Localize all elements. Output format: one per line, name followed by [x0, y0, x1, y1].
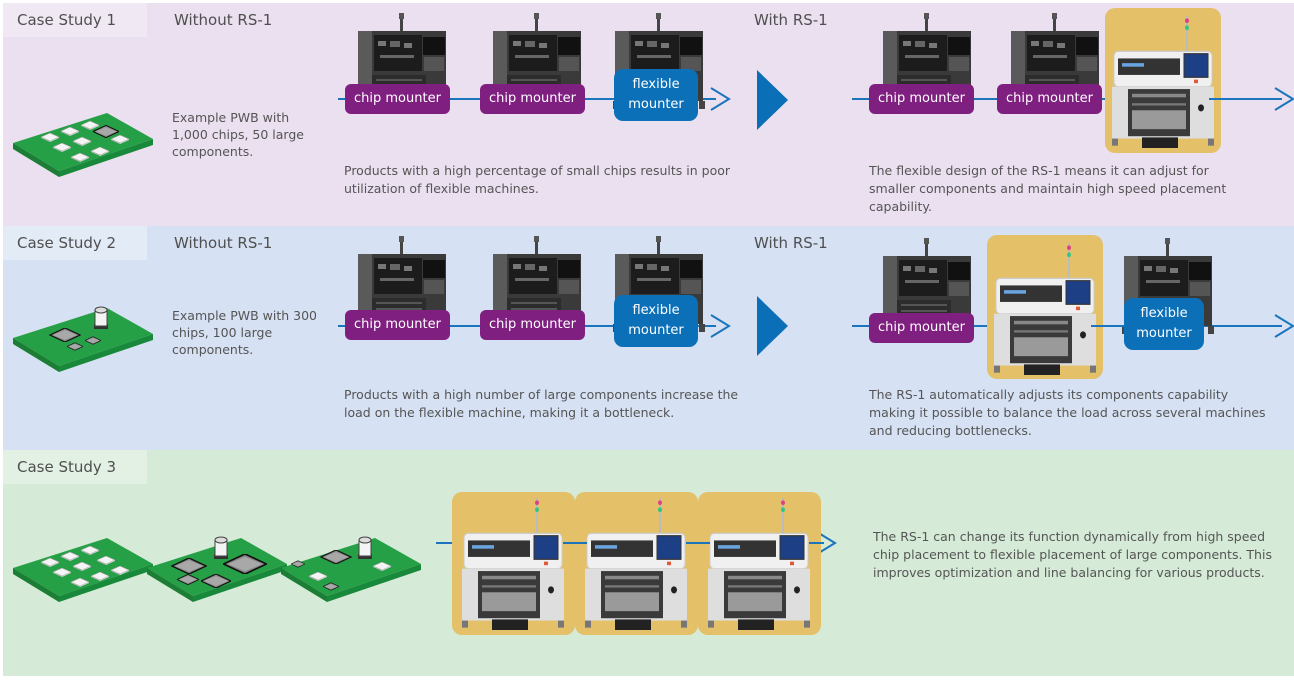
rs1-highlight-box	[452, 492, 575, 635]
pwb-description: Example PWB with 1,000 chips, 50 large c…	[172, 110, 304, 159]
case-study-2-section: Case Study 2 Without RS-1 With RS-1 Exam…	[3, 226, 1294, 450]
rs1-machine-image	[458, 498, 568, 630]
transition-triangle-icon	[757, 296, 788, 356]
case-study-label: Case Study 2	[3, 226, 147, 260]
rs1-machine-image	[704, 498, 814, 630]
flexible-mounter-tag-line1: flexible	[632, 77, 680, 92]
without-rs1-heading: Without RS-1	[174, 11, 273, 29]
with-rs1-heading: With RS-1	[754, 234, 828, 252]
flow-arrow-icon	[1274, 314, 1294, 338]
chip-mounter-tag: chip mounter	[869, 84, 974, 114]
chip-mounter-tag: chip mounter	[869, 313, 974, 343]
pwb-board-illustration	[281, 536, 421, 606]
case-study-3-section: Case Study 3	[3, 450, 1294, 676]
pwb-board-illustration	[147, 536, 287, 606]
flexible-mounter-tag-line2: mounter	[628, 97, 684, 112]
rs1-highlight-box	[575, 492, 698, 635]
flexible-mounter-tag-line2: mounter	[1136, 326, 1192, 341]
rs1-machine-image	[1108, 16, 1218, 148]
without-rs1-heading: Without RS-1	[174, 234, 273, 252]
rs1-highlight-box	[698, 492, 821, 635]
pwb-board-illustration	[13, 536, 153, 606]
pwb-board-illustration	[13, 111, 153, 181]
pwb-board-illustration	[13, 306, 153, 376]
case-study-label: Case Study 3	[3, 450, 147, 484]
rs1-highlight-box	[1105, 8, 1221, 153]
case-study-label: Case Study 1	[3, 3, 147, 37]
pwb-description: Example PWB with 300 chips, 100 large co…	[172, 308, 318, 357]
chip-mounter-tag: chip mounter	[345, 84, 450, 114]
chip-mounter-tag: chip mounter	[997, 84, 1102, 114]
with-rs1-heading: With RS-1	[754, 11, 828, 29]
flow-arrow-icon	[710, 314, 731, 338]
flow-arrow-icon	[710, 87, 731, 111]
flow-arrow-icon	[1274, 87, 1294, 111]
flow-line	[1091, 325, 1131, 327]
flexible-mounter-tag-line2: mounter	[628, 323, 684, 338]
flexible-mounter-tag: flexible mounter	[614, 69, 698, 121]
chip-mounter-tag: chip mounter	[345, 310, 450, 340]
case-study-1-section: Case Study 1 Without RS-1 With RS-1 Exam…	[3, 3, 1294, 226]
flexible-mounter-tag: flexible mounter	[614, 295, 698, 347]
with-description: The RS-1 automatically adjusts its compo…	[869, 387, 1266, 438]
rs1-machine-image	[581, 498, 691, 630]
flow-arrow-icon	[816, 531, 837, 555]
transition-triangle-icon	[757, 70, 788, 130]
chip-mounter-tag: chip mounter	[480, 84, 585, 114]
without-description: Products with a high percentage of small…	[344, 163, 730, 196]
flexible-mounter-tag-line1: flexible	[632, 303, 680, 318]
chip-mounter-tag: chip mounter	[480, 310, 585, 340]
flexible-mounter-tag-line1: flexible	[1140, 306, 1188, 321]
flexible-mounter-tag: flexible mounter	[1124, 298, 1204, 350]
rs1-highlight-box	[987, 235, 1103, 379]
flow-line	[686, 542, 710, 544]
flow-line	[563, 542, 587, 544]
case-3-description: The RS-1 can change its function dynamic…	[873, 529, 1272, 580]
without-description: Products with a high number of large com…	[344, 387, 739, 420]
flow-line	[1209, 98, 1279, 100]
rs1-machine-image	[990, 243, 1100, 375]
with-description: The flexible design of the RS-1 means it…	[869, 163, 1227, 214]
flow-line	[809, 542, 823, 544]
